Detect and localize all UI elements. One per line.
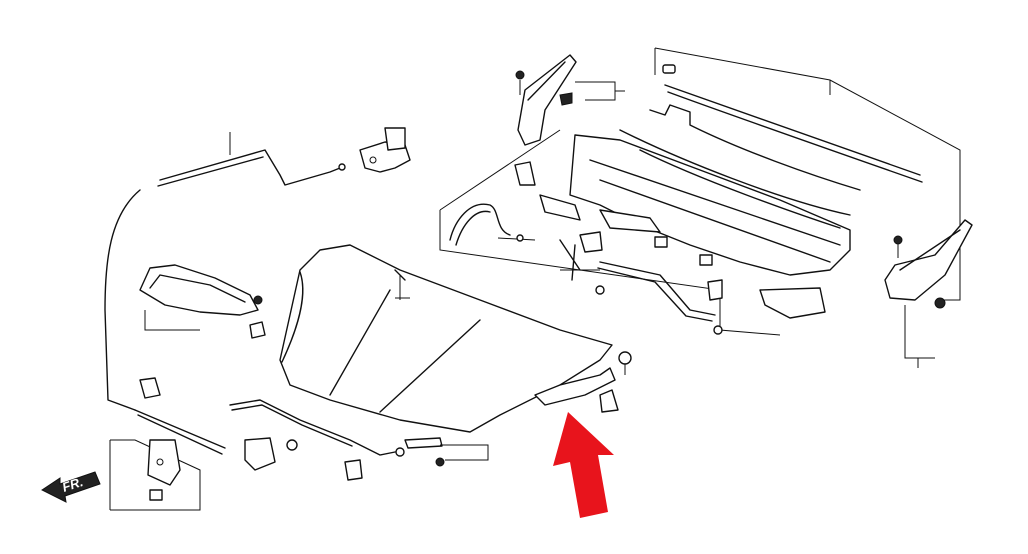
hood-latch-bracket (359, 127, 411, 173)
hood-support-rod (229, 399, 405, 457)
cowl-assembly-group (439, 47, 961, 336)
hood-seal-strip-middle (649, 104, 861, 191)
highlight-arrow (553, 412, 614, 518)
hood-stay-bracket (534, 351, 632, 413)
red-pointer-arrow (553, 412, 614, 518)
hood-panel (279, 244, 613, 433)
cowl-side-cover (759, 287, 826, 319)
front-direction-arrow: FR. (41, 471, 101, 503)
cowl-top-panel (569, 134, 851, 276)
hood-release-cable (104, 132, 346, 455)
hood-hinge-left-top (515, 54, 625, 146)
hood-latch-assembly (109, 377, 489, 511)
washer-tube (449, 203, 511, 241)
hood-insulator (139, 264, 266, 339)
hood-hinge-right (884, 219, 973, 368)
front-direction-label: FR. (60, 474, 85, 495)
hood-seal-strip-upper (664, 84, 921, 176)
